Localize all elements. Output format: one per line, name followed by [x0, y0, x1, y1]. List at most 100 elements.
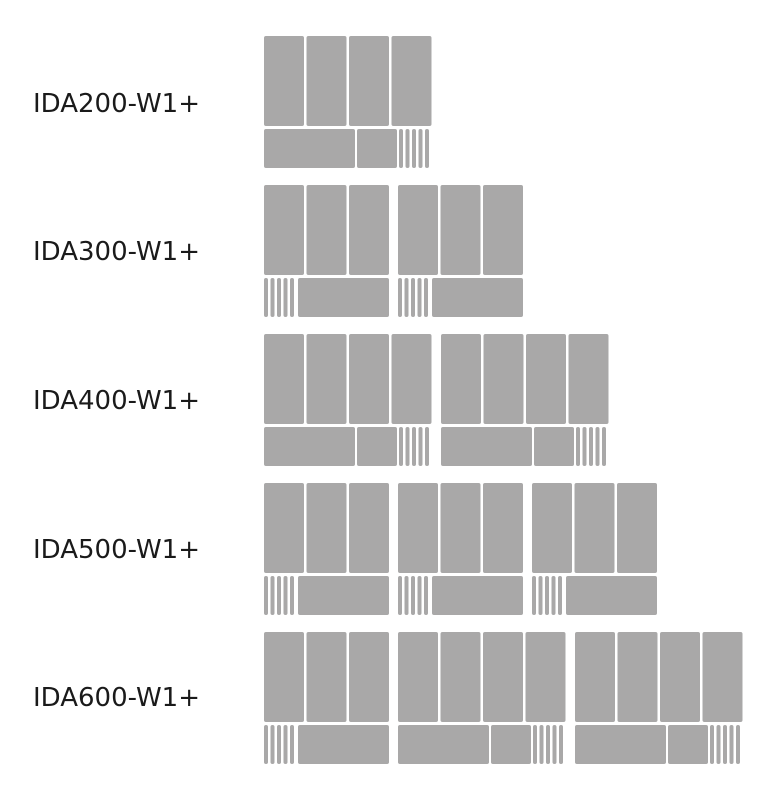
row5-unit2-wide-block — [398, 725, 489, 764]
row4-unit3-panel — [574, 483, 615, 573]
row5-unit2-medium-block — [491, 725, 531, 764]
row2-unit1-wide-block — [298, 278, 389, 317]
row3-unit2-panel — [441, 334, 481, 424]
row1-unit1-panel — [391, 36, 432, 126]
row4-unit1-slat — [270, 576, 275, 615]
row4-unit2-slat — [398, 576, 402, 615]
row3-unit2-panel — [568, 334, 609, 424]
row2-unit2-slat — [417, 278, 422, 317]
row3-unit1-slat — [399, 427, 403, 466]
row5-unit3-panel — [575, 632, 615, 722]
row3-unit2-panel — [526, 334, 566, 424]
row2-unit1-panel — [349, 185, 389, 275]
row4-unit2-panel — [483, 483, 523, 573]
row-label-ida400: IDA400-W1+ — [33, 386, 201, 416]
row3-unit2-slat — [602, 427, 606, 466]
row5-unit3-wide-block — [575, 725, 666, 764]
row5-unit3-slat — [736, 725, 740, 764]
row2-unit2-wide-block — [432, 278, 523, 317]
row5-unit3-panel — [702, 632, 743, 722]
row1-unit1-slat — [418, 129, 423, 168]
row4-unit2-slat — [424, 576, 428, 615]
row4-unit1-slat — [264, 576, 268, 615]
row1-unit1-panel — [349, 36, 389, 126]
row5-unit1-panel — [306, 632, 347, 722]
row4-unit1-wide-block — [298, 576, 389, 615]
row4-unit1-slat — [290, 576, 294, 615]
row3-unit1-panel — [349, 334, 389, 424]
row4-unit3-panel — [617, 483, 657, 573]
row4-unit3-slat — [551, 576, 556, 615]
row3-unit1-slat — [412, 427, 416, 466]
row2-unit2-panel — [398, 185, 438, 275]
row5-unit3-medium-block — [668, 725, 708, 764]
row4-unit2-wide-block — [432, 576, 523, 615]
row5-unit2-slat — [552, 725, 557, 764]
row2-unit2-panel — [440, 185, 481, 275]
row3-unit1-wide-block — [264, 427, 355, 466]
row4-unit1-panel — [264, 483, 304, 573]
row5-unit3-panel — [660, 632, 700, 722]
row4-unit1-panel — [349, 483, 389, 573]
row3-unit1-panel — [306, 334, 347, 424]
row1-unit1-medium-block — [357, 129, 397, 168]
row1-unit1-slat — [405, 129, 410, 168]
row3-unit2-wide-block — [441, 427, 532, 466]
row2-unit1-slat — [290, 278, 294, 317]
row1-unit1-panel — [306, 36, 347, 126]
row5-unit3-panel — [617, 632, 658, 722]
row5-unit3-slat — [723, 725, 727, 764]
row-label-ida200: IDA200-W1+ — [33, 89, 201, 119]
row5-unit3-slat — [716, 725, 721, 764]
row3-unit1-slat — [418, 427, 423, 466]
row2-unit2-slat — [424, 278, 428, 317]
row3-unit1-medium-block — [357, 427, 397, 466]
row4-unit3-wide-block — [566, 576, 657, 615]
row4-unit3-panel — [532, 483, 572, 573]
row4-unit1-slat — [277, 576, 281, 615]
row2-unit2-slat — [404, 278, 409, 317]
row2-unit1-slat — [270, 278, 275, 317]
row-label-ida300: IDA300-W1+ — [33, 237, 201, 267]
row4-unit3-slat — [532, 576, 536, 615]
row5-unit2-slat — [539, 725, 544, 764]
row5-unit2-panel — [525, 632, 566, 722]
row5-unit1-slat — [277, 725, 281, 764]
row5-unit1-panel — [264, 632, 304, 722]
row3-unit1-slat — [425, 427, 429, 466]
row3-unit2-slat — [576, 427, 580, 466]
row-label-ida500: IDA500-W1+ — [33, 535, 201, 565]
row3-unit2-slat — [589, 427, 593, 466]
row4-unit2-panel — [398, 483, 438, 573]
row2-unit1-panel — [306, 185, 347, 275]
row1-unit1-slat — [412, 129, 416, 168]
row4-unit1-panel — [306, 483, 347, 573]
row3-unit2-slat — [582, 427, 587, 466]
row4-unit2-slat — [404, 576, 409, 615]
row3-unit1-panel — [264, 334, 304, 424]
row3-unit1-slat — [405, 427, 410, 466]
row5-unit2-slat — [546, 725, 550, 764]
row4-unit1-slat — [283, 576, 288, 615]
row-label-ida600: IDA600-W1+ — [33, 683, 201, 713]
row4-unit3-slat — [558, 576, 562, 615]
row5-unit2-panel — [440, 632, 481, 722]
row5-unit1-slat — [270, 725, 275, 764]
row3-unit2-slat — [595, 427, 600, 466]
row5-unit1-slat — [264, 725, 268, 764]
row5-unit2-panel — [398, 632, 438, 722]
row4-unit2-slat — [417, 576, 422, 615]
row2-unit1-slat — [264, 278, 268, 317]
row2-unit2-slat — [411, 278, 415, 317]
row5-unit1-wide-block — [298, 725, 389, 764]
row5-unit2-slat — [533, 725, 537, 764]
row3-unit2-medium-block — [534, 427, 574, 466]
row3-unit2-panel — [483, 334, 524, 424]
row1-unit1-panel — [264, 36, 304, 126]
row5-unit1-slat — [283, 725, 288, 764]
row1-unit1-slat — [399, 129, 403, 168]
row2-unit1-panel — [264, 185, 304, 275]
row1-unit1-slat — [425, 129, 429, 168]
row4-unit2-slat — [411, 576, 415, 615]
